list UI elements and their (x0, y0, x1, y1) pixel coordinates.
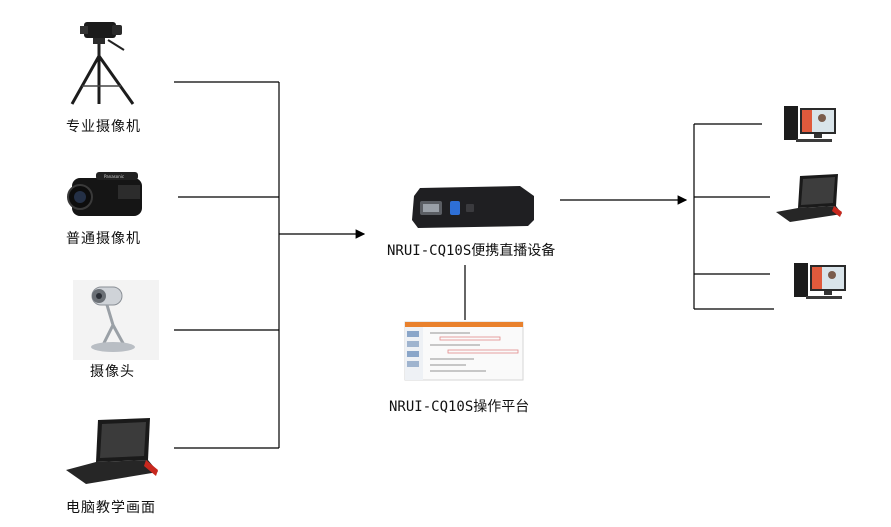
laptop-icon (776, 174, 842, 222)
source-label-pro-camera: 专业摄像机 (66, 119, 141, 135)
source-label-laptop: 电脑教学画面 (66, 500, 156, 516)
handheld-camcorder-icon: Panasonic (67, 172, 142, 216)
webcam-icon (73, 280, 159, 360)
source-label-webcam: 摄像头 (90, 364, 135, 380)
laptop-icon (66, 418, 158, 484)
desktop-computer-icon (794, 263, 846, 299)
device-label: NRUI-CQ10S便携直播设备 (387, 243, 556, 259)
output-connectors (464, 123, 774, 320)
capture-box-icon (412, 186, 534, 228)
platform-label: NRUI-CQ10S操作平台 (389, 399, 530, 415)
desktop-computer-icon (784, 106, 836, 142)
source-connectors (174, 81, 366, 449)
source-label-camcorder: 普通摄像机 (66, 231, 141, 247)
tripod-camera-icon (70, 22, 135, 105)
software-screenshot-icon (404, 321, 524, 381)
svg-text:Panasonic: Panasonic (104, 174, 124, 179)
